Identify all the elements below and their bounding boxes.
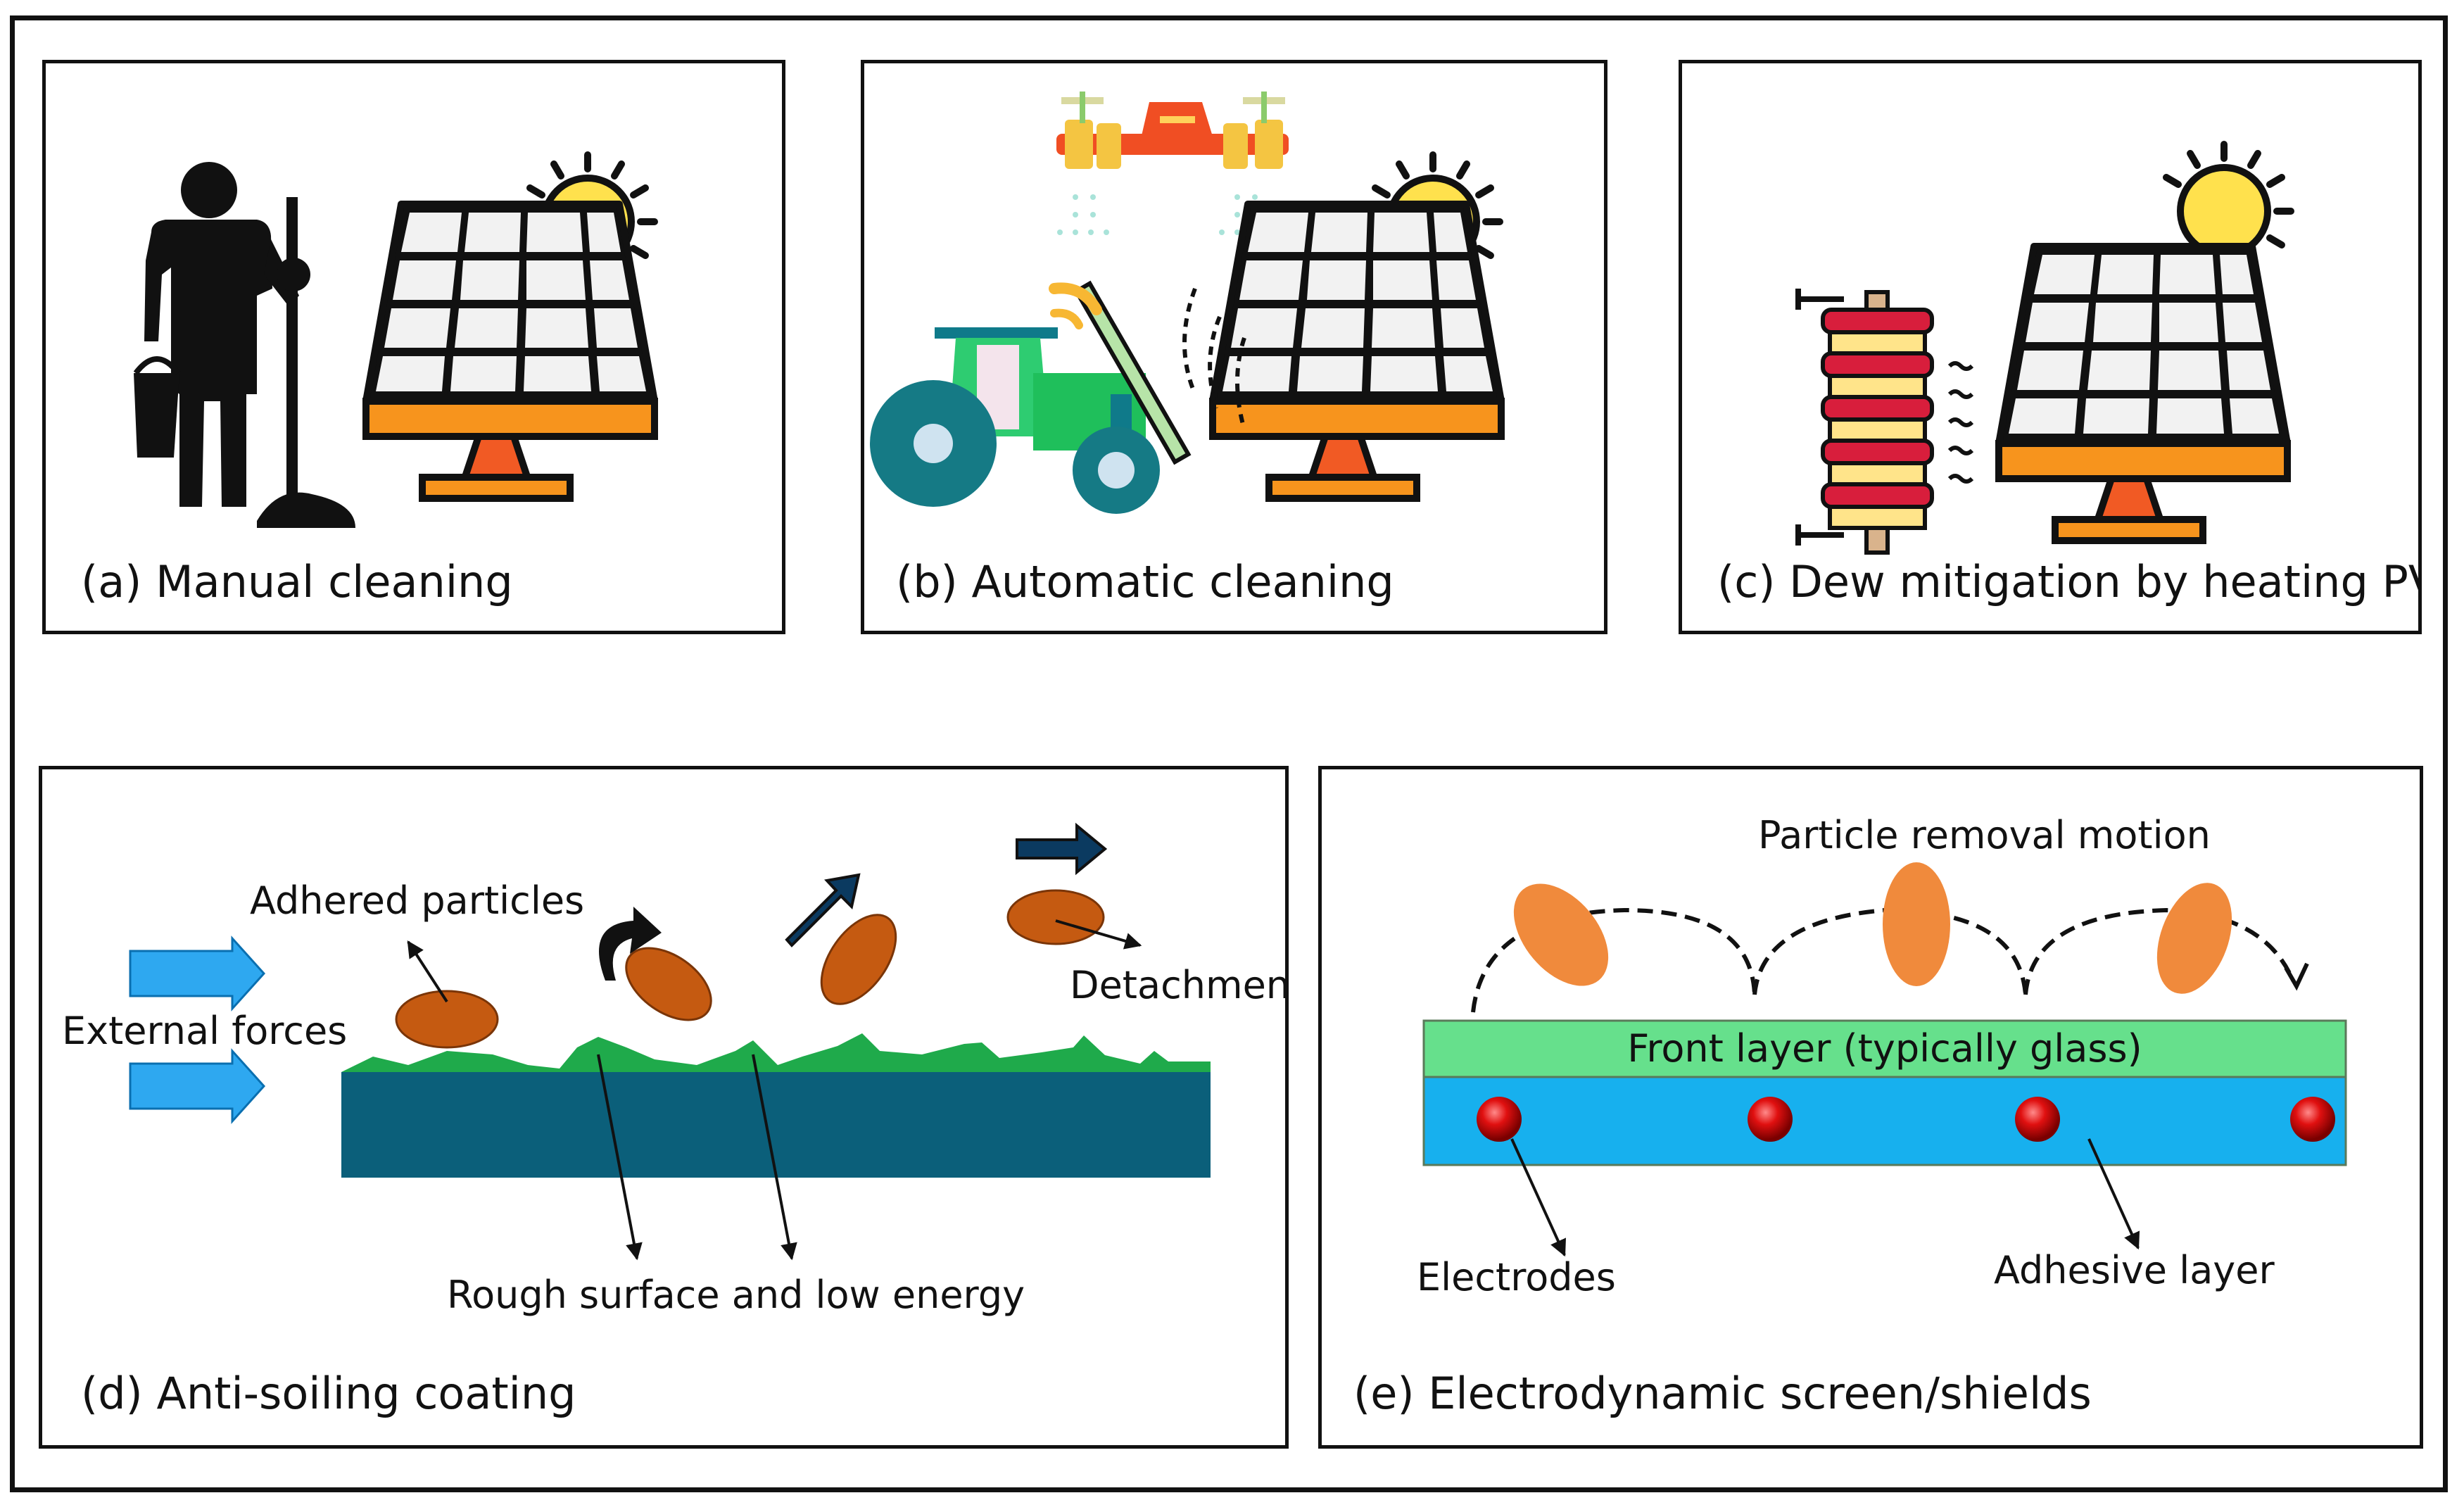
electrode	[2290, 1097, 2335, 1142]
rotation-arrow	[599, 907, 662, 981]
tractor-icon	[870, 280, 1246, 514]
electrodynamic-diagram	[1422, 862, 2347, 1257]
caption-b: (b) Automatic cleaning	[896, 556, 1394, 607]
rough-surface	[341, 1033, 1211, 1079]
external-force-arrow	[129, 1048, 266, 1124]
particle	[1883, 862, 1950, 986]
electrode	[2015, 1097, 2060, 1142]
particle	[2156, 883, 2232, 994]
lift-arrow	[785, 873, 861, 947]
dew-mitigation-illustration	[1795, 63, 2418, 555]
label-particle-removal-motion: Particle removal motion	[1758, 813, 2211, 857]
label-detachment: Detachment	[1070, 963, 1289, 1007]
sun-icon	[2166, 144, 2291, 255]
electrode	[1477, 1097, 1522, 1142]
figure-frame	[10, 15, 2448, 1492]
panel-automatic-cleaning: (b) Automatic cleaning	[861, 60, 1607, 634]
caption-e: (e) Electrodynamic screen/shields	[1353, 1368, 2092, 1419]
panel-manual-cleaning: (a) Manual cleaning	[42, 60, 785, 634]
label-rough-surface: Rough surface and low energy	[447, 1273, 1025, 1317]
person-with-mop-icon	[133, 162, 355, 528]
caption-a: (a) Manual cleaning	[81, 556, 513, 607]
panel-electrodynamic: Particle removal motion Front layer (typ…	[1318, 766, 2423, 1449]
move-arrow	[1016, 822, 1108, 876]
panel-anti-soiling: Adhered particles External forces Detach…	[39, 766, 1289, 1449]
heater-coil-icon	[1795, 289, 1974, 555]
external-force-arrow	[129, 935, 266, 1012]
solar-panel-icon	[1213, 204, 1501, 498]
adhesive-layer	[1422, 1076, 2347, 1166]
solar-panel-icon	[1999, 246, 2287, 541]
label-adhered-particles: Adhered particles	[250, 878, 585, 923]
label-adhesive-layer: Adhesive layer	[1994, 1248, 2275, 1292]
automatic-cleaning-illustration	[870, 92, 1604, 514]
caption-c: (c) Dew mitigation by heating PV	[1717, 556, 2422, 607]
particle	[1513, 883, 1609, 986]
particle	[625, 947, 712, 1021]
adhered-particle	[395, 990, 499, 1049]
label-external-forces: External forces	[62, 1009, 348, 1053]
substrate	[341, 1072, 1211, 1178]
manual-cleaning-illustration	[133, 63, 782, 528]
drone-icon	[1056, 92, 1289, 235]
caption-d: (d) Anti-soiling coating	[81, 1368, 576, 1419]
label-front-layer: Front layer (typically glass)	[1627, 1026, 2142, 1071]
anti-soiling-diagram	[129, 822, 1211, 1261]
label-electrodes: Electrodes	[1417, 1255, 1616, 1299]
particle	[820, 914, 897, 1005]
particle	[1006, 889, 1105, 945]
panel-dew-mitigation: (c) Dew mitigation by heating PV	[1679, 60, 2422, 634]
electrode	[1748, 1097, 1793, 1142]
solar-panel-icon	[366, 204, 655, 498]
